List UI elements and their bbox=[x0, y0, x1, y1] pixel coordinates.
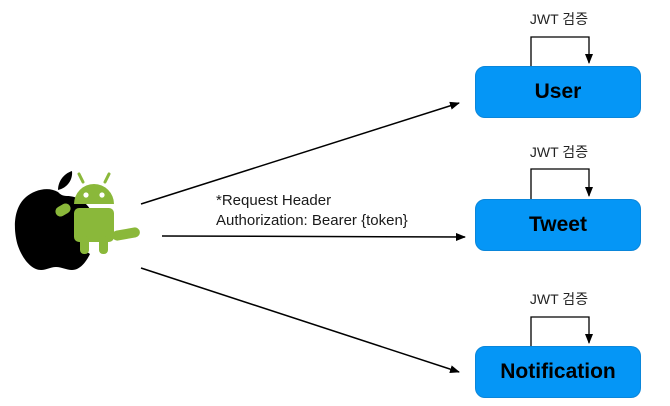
notification-service-box: Notification bbox=[475, 346, 641, 398]
arrow-to-tweet bbox=[161, 232, 466, 241]
android-robot-icon bbox=[55, 172, 140, 254]
notification-service-label: Notification bbox=[500, 360, 616, 383]
user-service-label: User bbox=[534, 80, 582, 103]
jwt-label-notification: JWT 검증 bbox=[529, 291, 589, 307]
apple-logo-icon bbox=[14, 171, 91, 270]
tweet-service-label: Tweet bbox=[529, 213, 587, 236]
user-service-box: User bbox=[475, 66, 641, 118]
jwt-loop-tweet bbox=[530, 168, 593, 199]
jwt-loop-user bbox=[530, 36, 593, 66]
request-header-label: *Request Header bbox=[216, 192, 332, 209]
jwt-label-user: JWT 검증 bbox=[529, 11, 589, 27]
authorization-header-label: Authorization: Bearer {token} bbox=[216, 212, 408, 229]
tweet-service-box: Tweet bbox=[475, 199, 641, 251]
arrow-to-user bbox=[140, 101, 460, 205]
arrow-to-notification bbox=[140, 267, 460, 374]
jwt-label-tweet: JWT 검증 bbox=[529, 144, 589, 160]
jwt-loop-notification bbox=[530, 316, 593, 346]
